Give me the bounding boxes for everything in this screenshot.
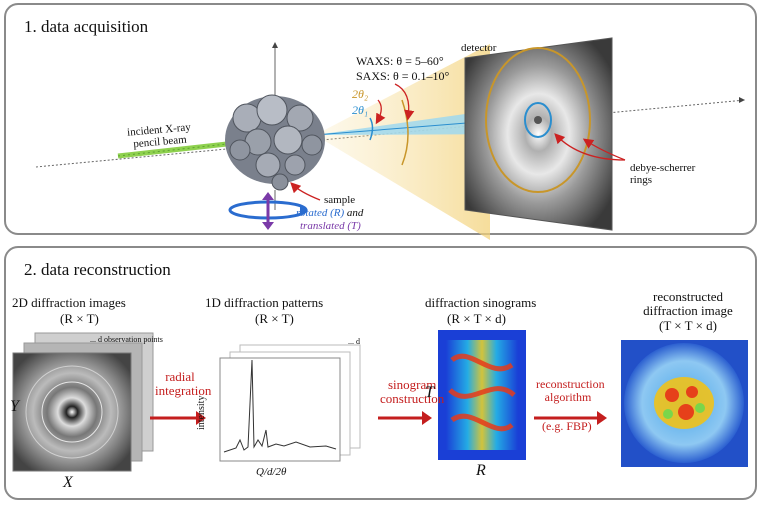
ring-pointer-arrow <box>554 133 626 161</box>
col3-title: diffraction sinograms <box>425 295 537 310</box>
two-theta-1-label: 2θ₁ <box>352 103 369 117</box>
step1-line2: integration <box>155 383 212 399</box>
panel-title: 2. data reconstruction <box>24 260 171 279</box>
two-theta-2-label: 2θ₂ <box>352 87 369 101</box>
sample-pointer-arrow <box>290 182 321 201</box>
step3-line3: (e.g. FBP) <box>542 419 592 433</box>
arrowhead <box>422 411 432 425</box>
axis-x-label: X <box>63 474 73 491</box>
sample-specimen <box>225 94 325 191</box>
1d-pattern-plot <box>219 357 341 462</box>
col1-subtitle: (R × T) <box>60 311 99 326</box>
step2-line1: sinogram <box>387 377 437 392</box>
col2-y-axis-label: intensity <box>196 395 207 430</box>
col3-subtitle: (R × T × d) <box>447 311 506 326</box>
and-label: and <box>346 207 364 219</box>
col4-title-line2: diffraction image <box>643 303 733 319</box>
detector-plate <box>464 37 613 231</box>
step3-line1: reconstruction <box>536 377 605 391</box>
angle-pointer-arrow <box>375 99 386 125</box>
arrowhead <box>196 411 206 425</box>
axis-arrowhead <box>272 42 278 48</box>
col4-title-line1: reconstructed <box>652 289 724 304</box>
col1-observation-label: ... d observation points <box>90 335 163 344</box>
rotated-label: rotated (R) <box>296 207 345 219</box>
axis-y-label: Y <box>10 398 19 415</box>
reconstruction-algorithm-label: reconstruction algorithm <box>536 377 605 405</box>
beam-stop <box>534 116 542 124</box>
col2-subtitle: (R × T) <box>255 311 294 326</box>
sinogram-traces <box>448 353 516 432</box>
rings-label-line1: debye-scherrer <box>630 162 696 174</box>
col4-subtitle: (T × T × d) <box>659 317 717 333</box>
two-theta-1-arc <box>369 117 374 141</box>
step2-line2: construction <box>380 391 445 407</box>
incident-beam-texture <box>117 141 246 157</box>
col3-axis-t-label: T <box>425 384 434 401</box>
rings-label-line2: rings <box>630 174 652 187</box>
ring-pointer-arrow <box>582 138 626 161</box>
translation-arrowhead-down <box>262 222 274 230</box>
col4-title: reconstructed diffraction image (T × T ×… <box>630 289 746 333</box>
sample-label: sample <box>324 194 356 206</box>
step1-line1: radial <box>165 369 195 384</box>
sinogram-construction-label: sinogram construction <box>380 377 445 407</box>
diffraction-ring <box>41 381 103 443</box>
waxs-label: WAXS: θ = 5–60° <box>356 54 444 68</box>
rings-label: debye-scherrer rings <box>630 162 695 186</box>
two-theta-2-arc <box>401 99 409 166</box>
col2-x-axis-label: Q/d/2θ <box>256 466 287 478</box>
angle-pointer-arrow <box>394 83 415 121</box>
col3-axis-r-label: R <box>476 462 486 479</box>
diffraction-ring <box>25 365 119 459</box>
col2-d-label: ... d <box>348 337 360 346</box>
waxs-cone <box>315 44 490 240</box>
saxs-label: SAXS: θ = 0.1–10° <box>356 69 450 83</box>
arrowhead <box>597 411 607 425</box>
translation-arrowhead-up <box>262 192 274 200</box>
2d-diffraction-image <box>12 352 132 472</box>
outer-debye-ring <box>485 47 591 193</box>
col2-title: 1D diffraction patterns <box>205 295 324 310</box>
detector-label: detector <box>461 42 497 54</box>
panel-title: 1. data acquisition <box>24 17 149 36</box>
rotated-translated-label: rotated (R) and <box>296 207 363 219</box>
axis-arrowhead <box>739 97 745 103</box>
rotation-arrowhead <box>300 206 308 214</box>
step3-line2: algorithm <box>544 390 592 405</box>
diffraction-pattern-curve <box>223 359 337 453</box>
translated-label: translated (T) <box>300 220 361 232</box>
radial-integration-label: radial integration <box>155 369 212 399</box>
inner-debye-ring <box>524 102 552 138</box>
reconstructed-features <box>654 377 714 429</box>
col1-title: 2D diffraction images <box>12 295 126 310</box>
